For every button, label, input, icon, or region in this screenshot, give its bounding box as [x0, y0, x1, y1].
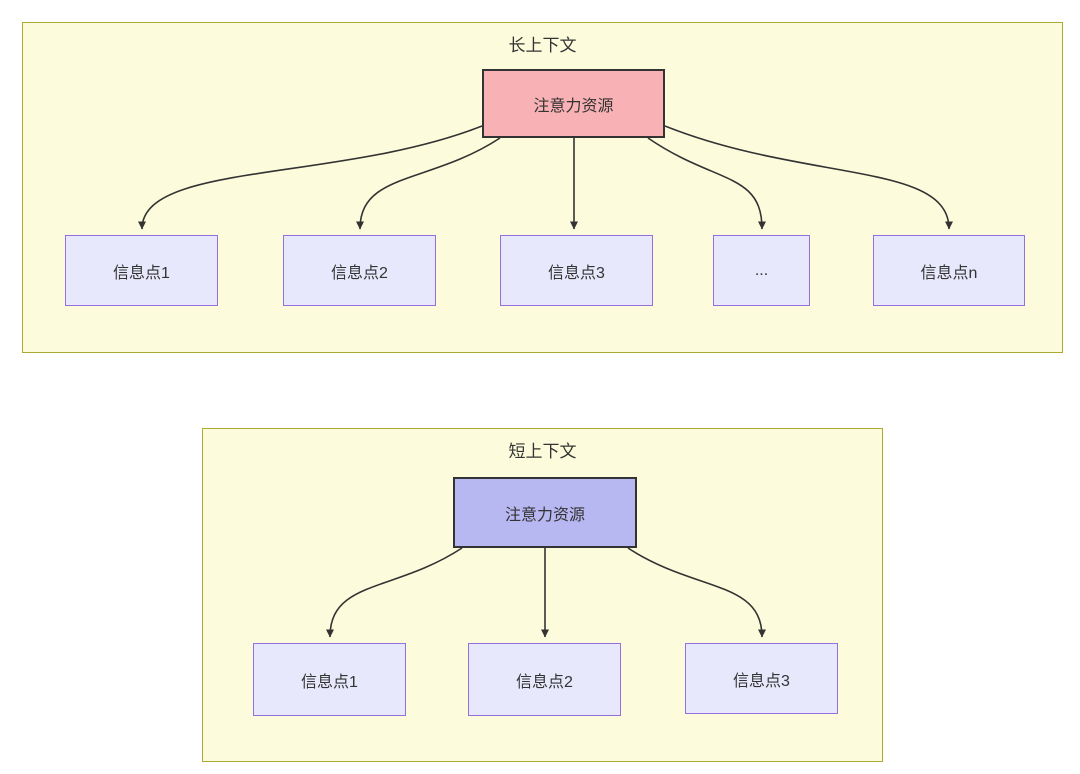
attention-resource-node-long: 注意力资源 — [482, 69, 665, 138]
info-node-label: ... — [754, 261, 769, 279]
info-node-short-1: 信息点1 — [253, 643, 406, 716]
info-node-label: 信息点1 — [113, 264, 170, 282]
info-node-label: 信息点3 — [733, 672, 790, 690]
info-node-long-1: 信息点1 — [65, 235, 218, 306]
info-node-long-ellipsis: ... — [713, 235, 810, 306]
short-context-title: 短上下文 — [508, 442, 577, 461]
info-node-label: 信息点2 — [516, 673, 573, 691]
long-context-title: 长上下文 — [508, 36, 577, 55]
attention-resource-node-short: 注意力资源 — [453, 477, 637, 548]
info-node-short-2: 信息点2 — [468, 643, 621, 716]
info-node-long-n: 信息点n — [873, 235, 1025, 306]
info-node-long-3: 信息点3 — [500, 235, 653, 306]
info-node-label: 信息点1 — [301, 673, 358, 691]
info-node-label: 信息点2 — [331, 264, 388, 282]
info-node-label: 信息点n — [920, 264, 978, 282]
attention-resource-label-long: 注意力资源 — [533, 97, 614, 115]
info-node-long-2: 信息点2 — [283, 235, 436, 306]
attention-resource-label-short: 注意力资源 — [504, 506, 585, 524]
info-node-short-3: 信息点3 — [685, 643, 838, 714]
info-node-label: 信息点3 — [548, 264, 605, 282]
